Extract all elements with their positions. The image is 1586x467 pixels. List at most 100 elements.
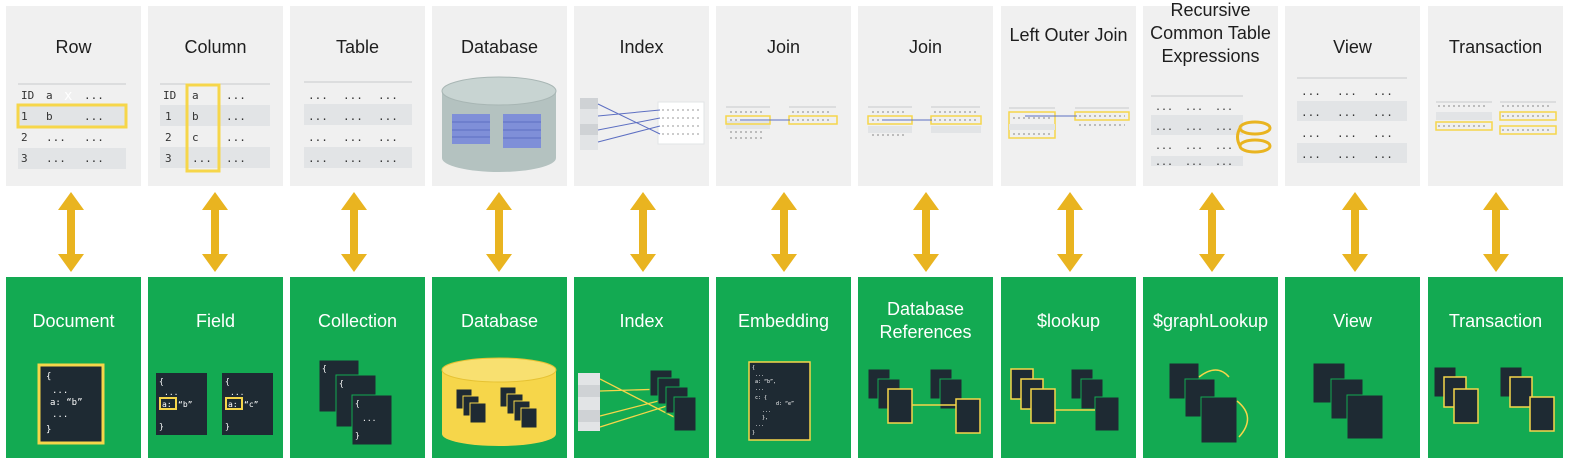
transaction-tables-illustration	[1435, 101, 1557, 135]
document-illustration: { ... a: “b” ... }	[37, 363, 105, 445]
view-collection-illustration	[1312, 362, 1384, 440]
sql-panel-left-outer-join: Left Outer Join	[1001, 6, 1136, 186]
cell: ...	[378, 152, 398, 165]
cell: ...	[1373, 106, 1393, 119]
mongo-term-label: Document	[32, 310, 115, 331]
cell: 3	[165, 152, 172, 165]
cell: ...	[343, 89, 363, 102]
recursion-spiral-icon	[1236, 120, 1272, 154]
double-arrow-icon	[913, 192, 939, 272]
double-arrow-icon	[1199, 192, 1225, 272]
x-mark-icon: x	[64, 88, 72, 104]
sql-panel-transaction: Transaction	[1428, 6, 1563, 186]
cell: ...	[84, 152, 104, 165]
cell: ...	[378, 89, 398, 102]
doc-line: {	[46, 372, 51, 382]
cell: ...	[308, 131, 328, 144]
doc-line: {	[752, 365, 755, 371]
mongo-term-label: Embedding	[737, 310, 830, 331]
mongo-panel-transaction: Transaction	[1428, 277, 1563, 458]
sql-term-label: Table	[335, 36, 380, 57]
mongo-term-label: Database	[460, 310, 539, 331]
doc-line: {	[339, 379, 344, 388]
mongo-panel-field: Field { ... a: “b” } { ... a: “c” }	[148, 277, 283, 458]
double-arrow-icon	[58, 192, 84, 272]
mongo-term-label: Database References	[879, 299, 972, 342]
cell: ...	[1185, 157, 1203, 168]
mongo-term-label: Collection	[317, 310, 398, 331]
doc-line: ...	[755, 372, 764, 378]
cell: ...	[1215, 122, 1233, 133]
cell: ...	[1301, 106, 1321, 119]
doc-line: “b”	[178, 400, 192, 409]
cell: ...	[1185, 102, 1203, 113]
row-table-illustration: ID a ... x 1 b ... 2 ... ... 3 ... ...	[16, 83, 128, 169]
doc-line: ...	[52, 386, 68, 396]
sql-panel-table: Table ... ... ... ... ... ... ... ... ..…	[290, 6, 425, 186]
cell: ...	[1155, 102, 1173, 113]
cell: ...	[226, 110, 246, 123]
cell: ...	[1337, 148, 1357, 161]
mongo-panel-index: Index	[574, 277, 709, 458]
cell: ID	[21, 89, 34, 102]
lookup-illustration	[1010, 368, 1120, 432]
doc-line: }	[225, 422, 230, 431]
transaction-documents-illustration	[1433, 366, 1555, 432]
sql-database-cylinder	[441, 76, 557, 172]
cell: ...	[1337, 127, 1357, 140]
double-arrow-icon	[341, 192, 367, 272]
doc-line: {	[355, 399, 360, 408]
double-arrow-icon	[1483, 192, 1509, 272]
cell: ...	[1301, 127, 1321, 140]
cell: ...	[226, 152, 246, 165]
cell: ...	[1373, 127, 1393, 140]
cell: ...	[84, 89, 104, 102]
sql-panel-index: Index	[574, 6, 709, 186]
column-highlight	[185, 83, 221, 173]
sql-term-label: Transaction	[1448, 36, 1543, 57]
cell: ...	[1155, 122, 1173, 133]
cell: ID	[163, 89, 176, 102]
cell: ...	[1185, 122, 1203, 133]
cell: ...	[1301, 148, 1321, 161]
cell: ...	[1301, 85, 1321, 98]
sql-term-label: Left Outer Join	[1009, 24, 1128, 45]
cell: ...	[226, 89, 246, 102]
sql-panel-join: Join	[716, 6, 851, 186]
cell: ...	[46, 152, 66, 165]
doc-line: ...	[362, 414, 376, 423]
sql-term-label: Row	[55, 36, 92, 57]
collection-illustration: { { { ... }	[318, 359, 393, 446]
double-arrow-icon	[630, 192, 656, 272]
cell: ...	[1337, 106, 1357, 119]
cell: ...	[1155, 157, 1173, 168]
doc-line: ...	[230, 388, 244, 397]
database-references-illustration	[867, 368, 981, 434]
doc-line: ...	[755, 422, 764, 428]
cell: ...	[378, 110, 398, 123]
view-table-illustration: ... ... ... ... ... ... ... ... ... ... …	[1297, 77, 1407, 163]
mongo-term-label: View	[1333, 310, 1372, 331]
column-table-illustration: ID a ... 1 b ... 2 c ... 3 ... ...	[160, 83, 270, 173]
mongo-panel-embedding: Embedding { ... a: “b”, ... c: { d: “e” …	[716, 277, 851, 458]
cell: 2	[165, 131, 172, 144]
mongo-term-label: $graphLookup	[1152, 310, 1269, 331]
sql-term-label: Join	[766, 36, 801, 57]
doc-line: ...	[164, 388, 178, 397]
cell: ...	[46, 131, 66, 144]
left-outer-join-illustration	[1008, 107, 1130, 139]
cell: 1	[21, 110, 28, 123]
doc-line: ...	[755, 386, 764, 392]
mongo-panel-database: Database	[432, 277, 567, 458]
doc-line: {	[225, 377, 230, 386]
join-illustration	[867, 106, 982, 136]
cell: ...	[343, 152, 363, 165]
cell: 1	[165, 110, 172, 123]
doc-line: c: {	[755, 395, 767, 401]
embedded-document-illustration: { ... a: “b”, ... c: { d: “e” ... }, ...…	[748, 361, 811, 441]
sql-panel-database: Database	[432, 6, 567, 186]
doc-line: }	[159, 422, 164, 431]
cell: ...	[1215, 102, 1233, 113]
doc-line: d: “e”	[776, 401, 794, 407]
